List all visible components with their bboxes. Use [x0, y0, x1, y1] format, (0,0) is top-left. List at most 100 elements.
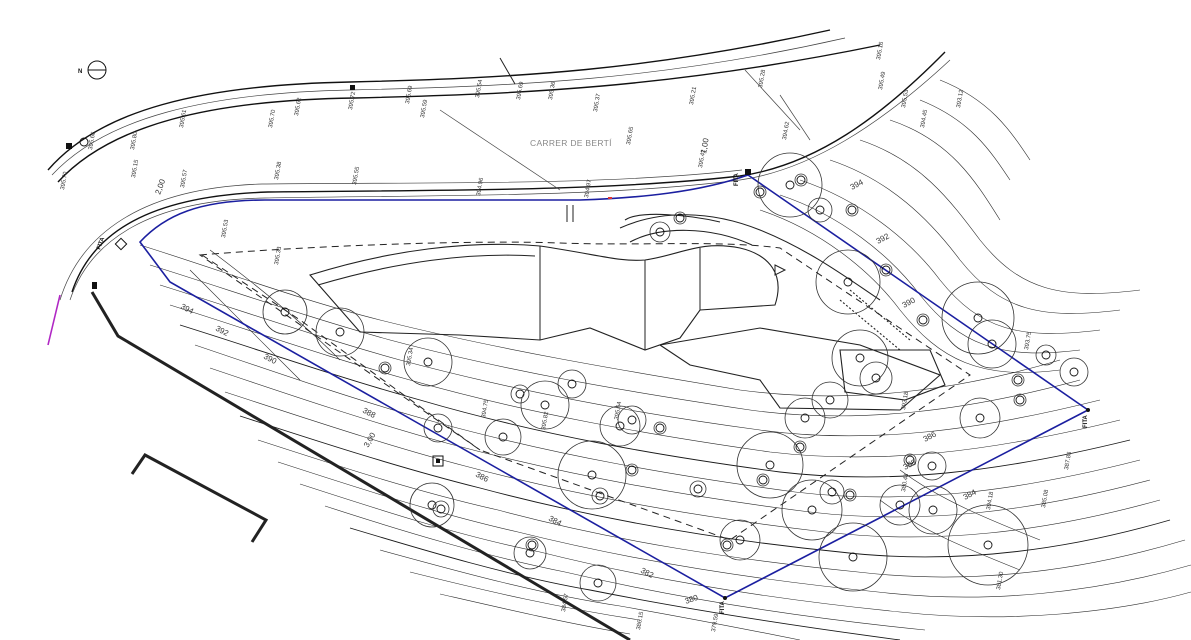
tree-canopy-icon [1011, 373, 1025, 387]
tree-canopy-icon [673, 211, 687, 225]
spot-elevation: 395.53 [901, 89, 910, 109]
tree-canopy-icon [819, 479, 845, 505]
spot-elevation: 395.21 [689, 86, 698, 106]
spot-elevation: 395.70 [60, 171, 69, 191]
tree-canopy-icon [432, 500, 450, 518]
tree-trunk-icon [807, 505, 817, 515]
spot-elevation: 395.49 [878, 71, 887, 91]
tree-trunk-icon [987, 339, 997, 349]
tree-trunk-icon [871, 373, 881, 383]
street-lamp-icon [350, 85, 355, 90]
tree-canopy-icon [793, 440, 807, 454]
spot-elevation: 395.37 [593, 93, 602, 113]
tree-canopy-icon [845, 203, 859, 217]
tree-canopy-icon [423, 413, 453, 443]
contour-label: 388 [361, 406, 377, 420]
tree-trunk-icon [973, 313, 983, 323]
tree-canopy-icon [625, 463, 639, 477]
spot-elevation: 386.15 [636, 611, 645, 631]
spot-elevation: 395.53 [221, 219, 230, 239]
spot-elevation: 395.70 [268, 109, 277, 129]
tree-canopy-icon [510, 384, 530, 404]
tree-trunk-icon [1041, 350, 1051, 360]
tree-trunk-icon [785, 180, 795, 190]
tree-trunk-icon [825, 395, 835, 405]
slope-label: 3,00 [362, 431, 378, 449]
tree-trunk-icon [905, 455, 915, 465]
tree-trunk-icon [433, 423, 443, 433]
tree-canopy-icon [579, 564, 617, 602]
tree-canopy-icon [756, 473, 770, 487]
spot-elevation: 394.45 [920, 109, 929, 129]
tree-trunk-icon [843, 277, 853, 287]
spot-elevation: 395.38 [274, 161, 283, 181]
tree-canopy-icon [1059, 357, 1089, 387]
tree-canopy-icon [403, 337, 453, 387]
tree-canopy-icon [520, 380, 570, 430]
spot-elevation: 395.16 [876, 41, 885, 61]
tree-trunk-icon [815, 205, 825, 215]
tree-canopy-icon [599, 405, 641, 447]
tree-trunk-icon [627, 415, 637, 425]
contour-label: 390 [901, 295, 917, 309]
tree-canopy-icon [557, 440, 627, 510]
tree-trunk-icon [847, 205, 857, 215]
spot-elevation: 380.48 [901, 473, 910, 493]
spot-elevation: 393.75 [1024, 331, 1033, 351]
spot-elevation: 392.18 [901, 391, 910, 411]
tree-trunk-icon [615, 421, 625, 431]
tree-trunk-icon [855, 353, 865, 363]
tree-canopy-icon [916, 313, 930, 327]
tree-trunk-icon [675, 213, 685, 223]
tree-trunk-icon [928, 505, 938, 515]
tree-canopy-icon [525, 538, 539, 552]
tree-trunk-icon [755, 187, 765, 197]
tree-trunk-icon [765, 460, 775, 470]
slope-label: 1,00 [699, 137, 711, 154]
contour-label: 392 [875, 231, 891, 245]
manhole-icon [432, 455, 444, 467]
tree-canopy-icon [843, 488, 857, 502]
corner-markers: FITA FITA FITA FITA [47, 169, 1090, 614]
tree-trunk-icon [927, 461, 937, 471]
tree-trunk-icon [335, 327, 345, 337]
tree-trunk-icon [525, 548, 535, 558]
contour-label: 390 [262, 352, 278, 366]
contour-labels: 394 392 390 388 386 384 382 380 394 392 … [179, 177, 978, 606]
tree-trunk-icon [848, 552, 858, 562]
spot-elevation: 395.69 [405, 85, 414, 105]
spot-elevation: 395.15 [131, 159, 140, 179]
spot-elevation: 395.65 [626, 126, 635, 146]
slope-label: 2,00 [153, 177, 167, 195]
tree-trunk-icon [567, 379, 577, 389]
tree-trunk-icon [280, 307, 290, 317]
tree-canopy-icon [959, 397, 1001, 439]
spot-elevation: 395.61 [179, 109, 188, 129]
spot-elevation: 387.86 [1064, 451, 1073, 471]
north-label: N [78, 69, 82, 75]
tree-trunk-icon [540, 400, 550, 410]
spot-elevation: 395.57 [180, 169, 189, 189]
tree-trunk-icon [427, 500, 437, 510]
tree-trunk-icon [1069, 367, 1079, 377]
tree-trunk-icon [796, 175, 806, 185]
tree-trunk-icon [587, 470, 597, 480]
tree-canopy-icon [784, 397, 826, 439]
tree-trunk-icon [800, 413, 810, 423]
tree-canopy-icon [967, 319, 1017, 369]
tree-canopy-icon [947, 504, 1029, 586]
tree-canopy-icon [879, 263, 893, 277]
contour-lines [139, 79, 1191, 640]
tree-trunk-icon [827, 487, 837, 497]
tree-canopy-icon [736, 431, 804, 499]
tree-trunk-icon [593, 578, 603, 588]
tree-canopy-icon [653, 421, 667, 435]
spot-elevation: 395.64 [614, 401, 623, 421]
tree-trunk-icon [423, 357, 433, 367]
tree-canopy-icon [513, 536, 547, 570]
tree-trunk-icon [845, 490, 855, 500]
tree-canopy-icon [815, 249, 881, 315]
tree-canopy-icon [262, 289, 308, 335]
